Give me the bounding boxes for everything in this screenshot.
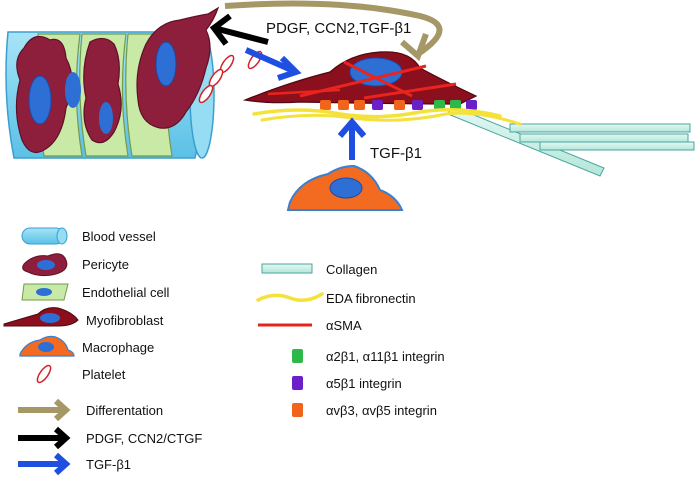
eda-fibronectin xyxy=(260,111,522,126)
integrin-a5b1 xyxy=(466,100,477,110)
legend-fibronectin: EDA fibronectin xyxy=(256,291,416,306)
pdgf-arrow xyxy=(213,25,269,45)
myofibroblast-scene xyxy=(242,51,522,126)
legend-myofibroblast-label: Myofibroblast xyxy=(86,313,164,328)
legend-a5b1: α5β1 integrin xyxy=(292,376,402,391)
asma-fiber xyxy=(363,82,457,100)
eda-fibronectin xyxy=(252,108,502,119)
collagen-fiber xyxy=(539,141,695,151)
tgf-arrowhead-side xyxy=(337,117,367,138)
blood-vessel-scene xyxy=(5,6,220,159)
legend-platelet-label: Platelet xyxy=(82,367,126,382)
legend-pdgf: PDGF, CCN2/CTGF xyxy=(18,426,202,450)
legend-differentiation-label: Differentation xyxy=(86,403,163,418)
pericyte-migrating xyxy=(136,6,220,129)
differentiation-arrowhead xyxy=(400,32,429,62)
legend-a5b1-label: α5β1 integrin xyxy=(326,376,402,391)
collagen-fibers xyxy=(447,105,695,177)
pericyte-icon-nucleus xyxy=(37,260,55,270)
endothelial-icon-nucleus xyxy=(36,288,52,296)
legend-macrophage: Macrophage xyxy=(19,335,154,357)
legend-asma-label: αSMA xyxy=(326,318,362,333)
legend-collagen-label: Collagen xyxy=(326,262,377,277)
a5b1-integrin-icon xyxy=(292,376,303,390)
legend-myofibroblast: Myofibroblast xyxy=(3,307,164,328)
tgf-arrow-to-myofibroblast xyxy=(244,47,298,75)
pdgf-arrowhead xyxy=(209,13,232,46)
differentiation-icon-head xyxy=(53,398,71,422)
legend-platelet: Platelet xyxy=(36,364,126,384)
legend-asma: αSMA xyxy=(258,318,362,333)
legend-pericyte: Pericyte xyxy=(22,253,129,277)
a2b1-integrin-icon xyxy=(292,349,303,363)
legend-macrophage-label: Macrophage xyxy=(82,340,154,355)
pericyte-nucleus xyxy=(99,102,113,134)
fibronectin-icon xyxy=(256,292,324,302)
legend-left: Blood vessel Pericyte Endothelial cell M… xyxy=(3,227,202,476)
legend-tgf-label: TGF-β1 xyxy=(86,457,131,472)
integrin-avb3 xyxy=(320,100,331,110)
collagen-fiber xyxy=(509,123,691,133)
tgf-icon-head xyxy=(53,452,71,476)
legend-a2b1: α2β1, α11β1 integrin xyxy=(292,349,445,364)
platelet xyxy=(198,84,214,104)
legend-a2b1-label: α2β1, α11β1 integrin xyxy=(326,349,445,364)
asma-fiber xyxy=(343,60,413,98)
integrin-avb3 xyxy=(354,100,365,110)
legend-avb3: αvβ3, αvβ5 integrin xyxy=(292,403,437,418)
legend-blood-vessel: Blood vessel xyxy=(21,227,156,245)
legend-fibronectin-label: EDA fibronectin xyxy=(326,291,416,306)
legend-avb3-label: αvβ3, αvβ5 integrin xyxy=(326,403,437,418)
integrin-a2b1 xyxy=(434,100,445,110)
blood-vessel-icon-end xyxy=(56,227,68,245)
integrin-a5b1 xyxy=(412,100,423,110)
integrin-a2b1 xyxy=(450,100,461,110)
legend-pdgf-label: PDGF, CCN2/CTGF xyxy=(86,431,202,446)
legend-pericyte-label: Pericyte xyxy=(82,257,129,272)
integrin-avb3 xyxy=(338,100,349,110)
legend-blood-vessel-label: Blood vessel xyxy=(82,229,156,244)
myofibroblast-icon-nucleus xyxy=(40,313,60,323)
avb3-integrin-icon xyxy=(292,403,303,417)
legend-right: Collagen EDA fibronectin αSMA α2β1, α11β… xyxy=(256,262,445,418)
integrin-a5b1 xyxy=(372,100,383,110)
differentiation-arrow xyxy=(224,0,443,57)
legend-tgf: TGF-β1 xyxy=(18,452,131,476)
top-signal-label: PDGF, CCN2,TGF-β1 xyxy=(266,20,411,37)
pericyte-nucleus xyxy=(28,75,52,125)
collagen-fiber xyxy=(519,133,689,143)
asma-fiber xyxy=(267,88,341,96)
tgf-arrowhead-top xyxy=(277,55,302,81)
macrophage-nucleus xyxy=(329,177,363,199)
legend-differentiation: Differentation xyxy=(18,398,163,422)
side-signal-label: TGF-β1 xyxy=(370,145,422,162)
macrophage-icon-nucleus xyxy=(38,342,54,352)
pdgf-icon-head xyxy=(53,426,71,450)
integrin-avb3 xyxy=(394,100,405,110)
collagen-icon xyxy=(261,263,313,274)
legend-endothelial-cell: Endothelial cell xyxy=(21,283,170,301)
platelet-icon xyxy=(36,364,52,384)
legend-collagen: Collagen xyxy=(261,262,377,277)
pericyte-nucleus xyxy=(65,72,81,108)
legend-endothelial-label: Endothelial cell xyxy=(82,285,170,300)
pericyte-nucleus xyxy=(155,41,177,87)
